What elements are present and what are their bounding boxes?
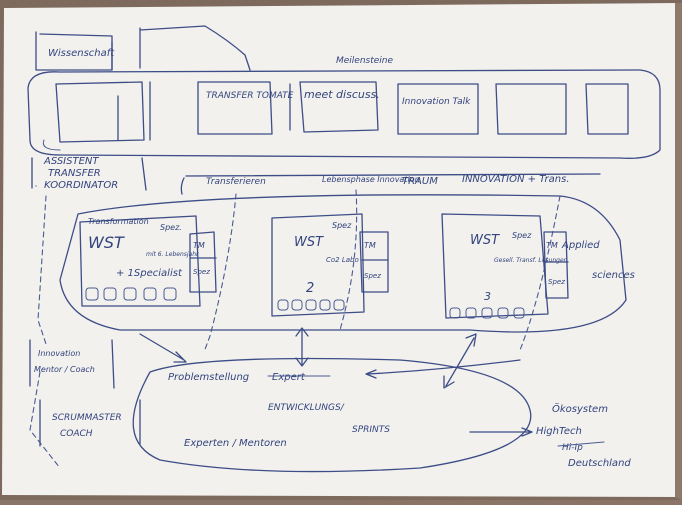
development-ellipse <box>132 357 532 473</box>
wst-2-note: Co2 Labo <box>326 256 359 264</box>
wst-2-number: 2 <box>306 281 314 296</box>
dashed-connector-wst3 <box>519 195 561 351</box>
wst-3-spez-2: Spez <box>548 278 565 286</box>
wst-3-sciences: sciences <box>592 270 635 281</box>
ecosystem-label: Ökosystem <box>552 402 608 415</box>
development-label: ENTWICKLUNGS/ <box>268 403 345 413</box>
milestone-2-label: meet discuss. <box>304 88 380 101</box>
wst-1-spez: Spez. <box>160 223 182 232</box>
wst-1-note-1: mit 6. Lebensjahr <box>146 251 199 258</box>
wst-3-title: WST <box>470 233 500 248</box>
hightech-label: HighTech <box>536 426 582 437</box>
dashed-connector-bottom <box>29 371 61 469</box>
wst-2-tm: TM <box>364 241 376 250</box>
wst-2-title: WST <box>294 235 324 250</box>
wst-1-tm: TM <box>193 241 205 250</box>
arrow-to-hightech <box>469 427 533 437</box>
milestone-1-label: TRANSFER TOMATE <box>206 91 294 101</box>
scrum-master-line-2: COACH <box>60 429 93 439</box>
problem-struck: Expert <box>272 372 306 383</box>
sprints-label: SPRINTS <box>352 425 390 435</box>
milestone-3-label: Innovation Talk <box>402 97 471 107</box>
struck-note: Hi-Ip <box>562 443 583 453</box>
assistant-bracket <box>31 157 147 191</box>
dashed-connector-wst1 <box>203 193 237 353</box>
wst-3-tm: TM <box>546 241 558 250</box>
wst-1-title: WST <box>88 233 125 252</box>
arrow-wst2-to-problem <box>295 327 309 367</box>
process-label-traum: TRAUM <box>402 176 438 187</box>
wst-3-spez: Spez <box>512 231 532 240</box>
paper-shadow <box>675 3 682 500</box>
process-arrow <box>180 173 601 195</box>
wst-3-group <box>441 213 569 319</box>
wst-1-spez-2: Spez <box>193 268 210 276</box>
scrum-master-bracket <box>39 399 141 447</box>
arrow-wst1-to-problem <box>139 333 187 363</box>
wst-3-number: 3 <box>484 290 491 303</box>
wst-1-top-note: Transformation <box>88 217 149 226</box>
top-left-boxes: Wissenschaft <box>35 25 251 71</box>
arrow-to-problem <box>365 359 521 379</box>
innovation-coach-line-2: Mentor / Coach <box>34 365 95 374</box>
wst-2-spez-2: Spez <box>364 272 381 280</box>
assistant-line-1: ASSISTENT <box>43 156 99 167</box>
wst-container <box>59 194 627 333</box>
problem-label: Problemstellung <box>168 372 249 383</box>
wst-3-applied: Applied <box>561 240 600 251</box>
milestone-band <box>27 69 661 159</box>
assistant-line-2: TRANSFER <box>48 168 101 179</box>
wst-2-group <box>271 213 389 317</box>
experts-label: Experten / Mentoren <box>184 438 287 449</box>
process-label-transfer: Transferieren <box>206 177 266 187</box>
wst-3-note: Gesell. Transf. Lösungen <box>494 257 568 264</box>
paper-sheet <box>2 3 680 497</box>
assistant-line-3: KOORDINATOR <box>44 180 118 191</box>
dashed-connector-left <box>37 195 47 345</box>
scrum-master-line-1: SCRUMMASTER <box>52 413 122 423</box>
germany-label: Deutschland <box>568 458 631 469</box>
wst-1-note-2: + 1Specialist <box>116 268 183 279</box>
innovation-coach-bracket <box>29 339 115 389</box>
wst-1-group <box>79 215 217 307</box>
process-label-life: Lebensphase Innovation <box>322 175 420 184</box>
struck-note-strikethrough <box>557 441 605 447</box>
process-label-innovation: INNOVATION + Trans. <box>462 174 570 185</box>
arrow-wst3-to-development <box>443 333 477 389</box>
dashed-connector-wst2 <box>339 189 358 331</box>
milestones-label: Meilensteine <box>336 56 394 66</box>
innovation-coach-line-1: Innovation <box>38 349 80 358</box>
top-left-box-label: Wissenschaft <box>48 48 115 59</box>
wst-2-spez: Spez <box>332 221 352 230</box>
